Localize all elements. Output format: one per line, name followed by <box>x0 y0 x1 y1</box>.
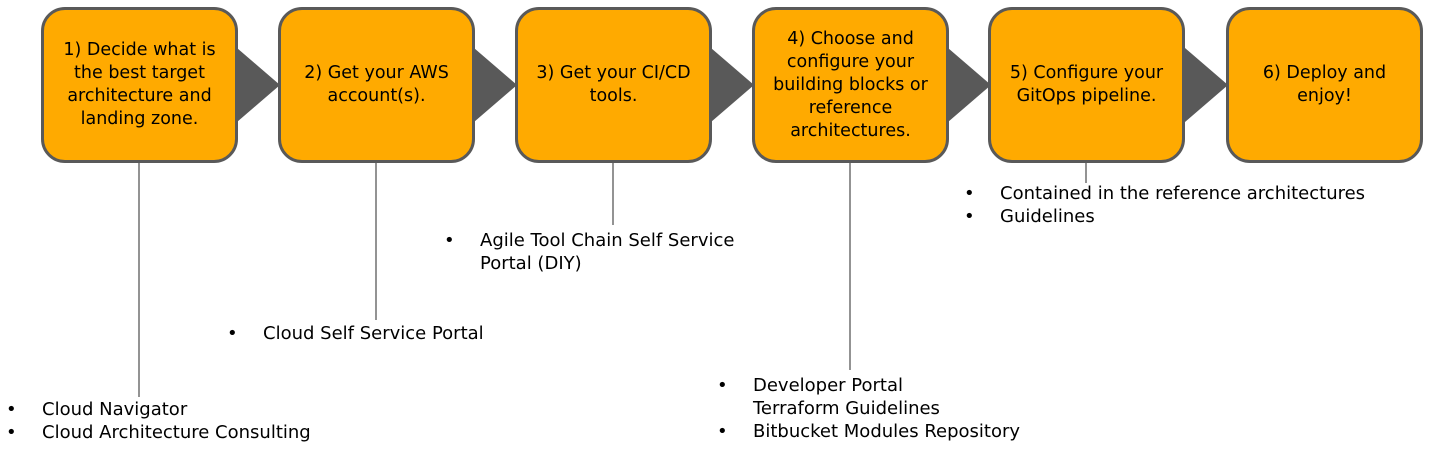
note-item: Contained in the reference architectures <box>964 182 1365 205</box>
note-item: Guidelines <box>964 205 1365 228</box>
step-2-label: 2) Get your AWS account(s). <box>304 63 449 106</box>
step-3-box: 3) Get your CI/CD tools. <box>515 7 712 163</box>
note-item: Cloud Navigator <box>6 398 311 421</box>
arrow-5-6 <box>1185 48 1228 122</box>
note-item: Portal (DIY) <box>480 253 582 274</box>
arrow-2-3 <box>474 48 517 122</box>
step-4-label: 4) Choose and configure your building bl… <box>773 28 928 141</box>
step-2-notes: Cloud Self Service Portal <box>227 322 484 345</box>
step-1-label: 1) Decide what is the best target archit… <box>63 40 216 129</box>
step-2-box: 2) Get your AWS account(s). <box>278 7 475 163</box>
step-5-notes: Contained in the reference architectures… <box>964 182 1365 228</box>
arrow-4-5 <box>948 48 991 122</box>
step-6-label: 6) Deploy and enjoy! <box>1262 63 1387 106</box>
note-item: Bitbucket Modules Repository <box>717 420 1020 443</box>
step-5-box: 5) Configure your GitOps pipeline. <box>988 7 1185 163</box>
step-6-box: 6) Deploy and enjoy! <box>1226 7 1423 163</box>
step-5-label: 5) Configure your GitOps pipeline. <box>1009 63 1164 106</box>
step-3-notes: Agile Tool Chain Self Service Portal (DI… <box>444 229 734 275</box>
step-4-box: 4) Choose and configure your building bl… <box>752 7 949 163</box>
step-1-notes: Cloud Navigator Cloud Architecture Consu… <box>6 398 311 444</box>
note-item: Cloud Architecture Consulting <box>6 421 311 444</box>
arrow-3-4 <box>711 48 754 122</box>
step-1-box: 1) Decide what is the best target archit… <box>41 7 238 163</box>
note-item: Terraform Guidelines <box>753 398 940 419</box>
arrow-1-2 <box>237 48 280 122</box>
note-item: Cloud Self Service Portal <box>227 322 484 345</box>
step-4-notes: Developer Portal Terraform Guidelines Bi… <box>717 374 1020 443</box>
note-item: Developer Portal <box>717 374 1020 397</box>
note-item: Agile Tool Chain Self Service <box>444 229 734 252</box>
step-3-label: 3) Get your CI/CD tools. <box>536 63 691 106</box>
